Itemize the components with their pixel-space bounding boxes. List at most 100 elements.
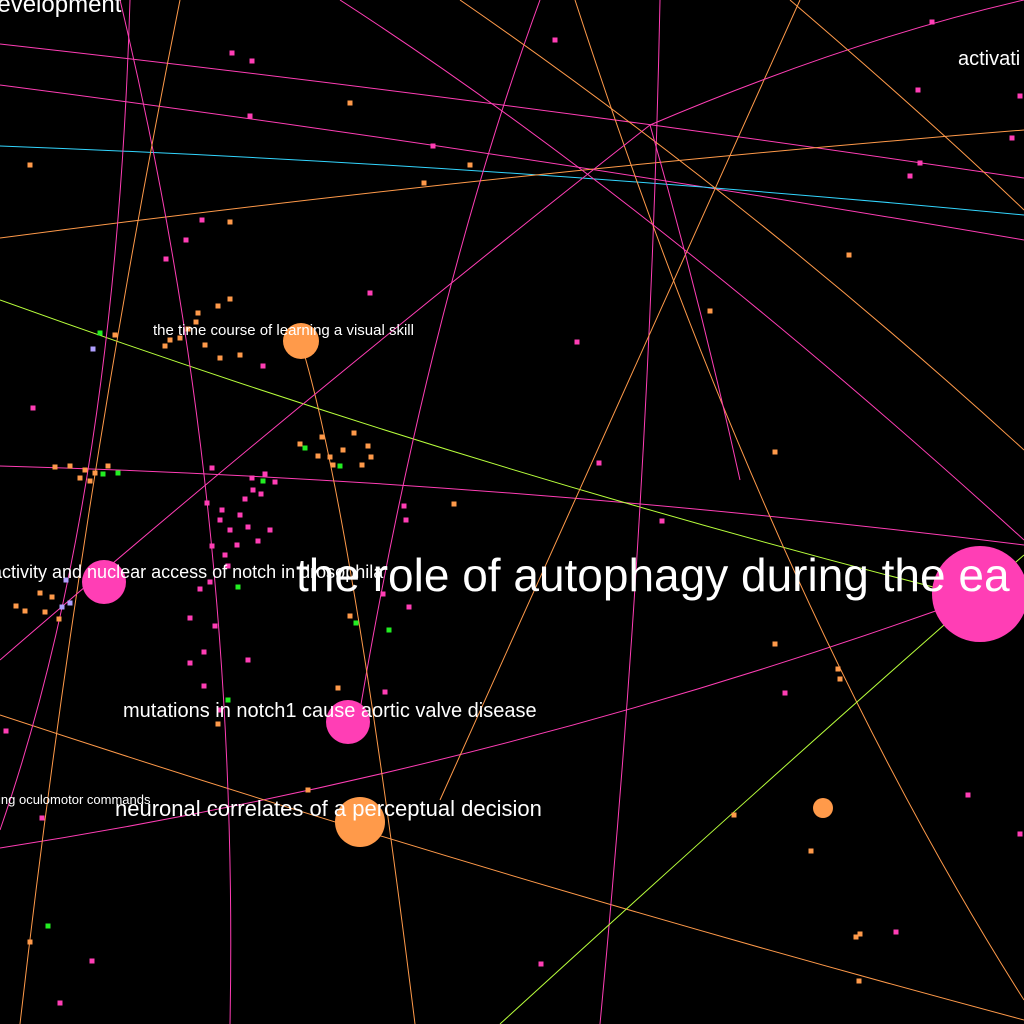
graph-edge xyxy=(0,145,1024,216)
graph-dot xyxy=(229,50,235,56)
graph-dot xyxy=(199,217,205,223)
graph-dot xyxy=(37,590,43,596)
graph-dot xyxy=(217,355,223,361)
graph-dot xyxy=(249,58,255,64)
graph-dot xyxy=(319,434,325,440)
graph-edge xyxy=(574,0,1024,1001)
graph-dot xyxy=(915,87,921,93)
graph-dot xyxy=(92,470,98,476)
graph-dot xyxy=(59,604,65,610)
node-notch-activity[interactable] xyxy=(82,560,126,604)
graph-edge xyxy=(299,339,416,1024)
graph-dot xyxy=(359,462,365,468)
graph-dot xyxy=(52,464,58,470)
graph-dot xyxy=(225,697,231,703)
graph-edge xyxy=(339,0,1024,541)
node-perceptual-decision[interactable] xyxy=(335,797,385,847)
graph-dot xyxy=(368,454,374,460)
graph-dot xyxy=(386,627,392,633)
graph-dot xyxy=(82,467,88,473)
graph-dot xyxy=(249,475,255,481)
node-time-course[interactable] xyxy=(283,323,319,359)
graph-dot xyxy=(853,934,859,940)
graph-dot xyxy=(917,160,923,166)
graph-dot xyxy=(227,219,233,225)
graph-dot xyxy=(13,603,19,609)
graph-dot xyxy=(30,405,36,411)
graph-dot xyxy=(67,463,73,469)
graph-dot xyxy=(105,463,111,469)
graph-dot xyxy=(347,100,353,106)
graph-dot xyxy=(209,543,215,549)
graph-edge xyxy=(439,0,801,801)
graph-dot xyxy=(315,453,321,459)
graph-dot xyxy=(22,608,28,614)
graph-dot xyxy=(1017,93,1023,99)
label-layer: development activati the time course of … xyxy=(0,0,1020,821)
graph-dot xyxy=(112,332,118,338)
graph-dot xyxy=(808,848,814,854)
graph-dot xyxy=(163,256,169,262)
graph-edge xyxy=(0,129,1024,239)
graph-dot xyxy=(451,501,457,507)
graph-dot xyxy=(272,479,278,485)
graph-dot xyxy=(772,641,778,647)
graph-dot xyxy=(574,339,580,345)
graph-dot xyxy=(227,296,233,302)
graph-edge xyxy=(789,0,1024,211)
graph-dot xyxy=(201,683,207,689)
graph-dot xyxy=(596,460,602,466)
node-notch1-mutations[interactable] xyxy=(326,700,370,744)
dot-layer xyxy=(3,19,1023,1006)
label-time-course: the time course of learning a visual ski… xyxy=(153,322,414,339)
graph-dot xyxy=(209,465,215,471)
graph-dot xyxy=(187,660,193,666)
graph-dot xyxy=(227,527,233,533)
graph-dot xyxy=(49,594,55,600)
graph-dot xyxy=(56,616,62,622)
graph-dot xyxy=(201,649,207,655)
graph-dot xyxy=(262,471,268,477)
graph-dot xyxy=(204,500,210,506)
graph-dot xyxy=(100,471,106,477)
graph-dot xyxy=(380,591,386,597)
graph-dot xyxy=(351,430,357,436)
graph-dot xyxy=(27,162,33,168)
graph-dot xyxy=(1017,831,1023,837)
graph-dot xyxy=(225,563,231,569)
graph-edge xyxy=(459,0,1024,451)
graph-dot xyxy=(237,352,243,358)
graph-dot xyxy=(260,363,266,369)
graph-dot xyxy=(77,475,83,481)
graph-edge xyxy=(649,124,741,481)
graph-dot xyxy=(255,538,261,544)
graph-dot xyxy=(929,19,935,25)
graph-edge xyxy=(0,43,1024,179)
node-autophagy[interactable] xyxy=(932,546,1024,642)
graph-dot xyxy=(197,586,203,592)
graph-dot xyxy=(330,462,336,468)
graph-dot xyxy=(857,931,863,937)
graph-dot xyxy=(215,303,221,309)
graph-dot xyxy=(167,337,173,343)
graph-dot xyxy=(365,443,371,449)
graph-dot xyxy=(406,604,412,610)
label-perceptual-decision: neuronal correlates of a perceptual deci… xyxy=(115,796,542,821)
node-unlabeled-orange[interactable] xyxy=(813,798,833,818)
graph-dot xyxy=(57,1000,63,1006)
graph-dot xyxy=(183,237,189,243)
graph-dot xyxy=(45,923,51,929)
graph-dot xyxy=(235,584,241,590)
graph-dot xyxy=(185,326,191,332)
graph-dot xyxy=(430,143,436,149)
graph-dot xyxy=(207,579,213,585)
graph-edge xyxy=(119,0,232,1024)
graph-dot xyxy=(212,623,218,629)
graph-dot xyxy=(353,620,359,626)
graph-edge xyxy=(649,0,1024,126)
graph-dot xyxy=(907,173,913,179)
graph-dot xyxy=(401,503,407,509)
